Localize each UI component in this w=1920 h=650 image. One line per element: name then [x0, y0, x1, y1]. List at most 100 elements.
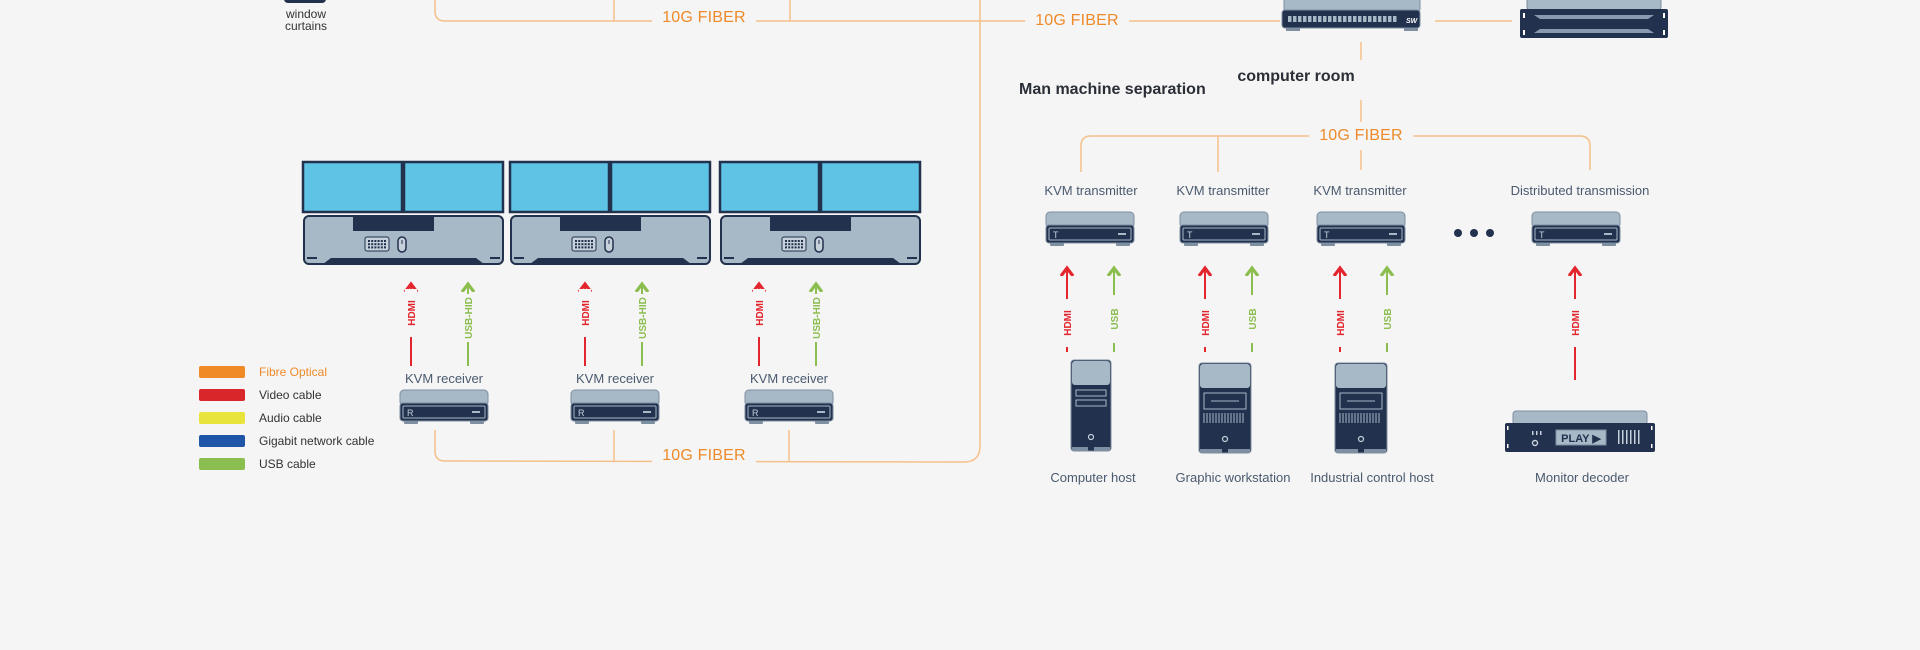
monitor-icon — [819, 160, 922, 214]
cable-label: USB — [1110, 308, 1121, 329]
kvm-transmitter-label: KVM transmitter — [1044, 183, 1138, 198]
legend-swatch — [199, 411, 245, 424]
hdmi-cable-arrow: HDMI — [1334, 268, 1347, 352]
desk-console-icon — [720, 215, 921, 265]
workstation-group: HDMI USB-HID R — [508, 160, 712, 424]
monitor-icon — [609, 160, 712, 214]
cable-label: HDMI — [755, 300, 766, 326]
mouse-icon — [604, 236, 614, 253]
kvm-transmitter-device-icon: T — [1045, 211, 1135, 246]
cable-label: HDMI — [407, 300, 418, 326]
kvm-receiver-device-icon: R — [744, 389, 834, 424]
cable-label: USB-HID — [638, 297, 649, 339]
mouse-icon — [397, 236, 407, 253]
kvm-transmitter-device-icon: T — [1316, 211, 1406, 246]
cable-label: USB — [1248, 308, 1259, 329]
kvm-transmitter-label: Distributed transmission — [1510, 183, 1650, 198]
computer-host-icon — [1070, 359, 1112, 452]
more-devices-ellipsis — [1454, 229, 1494, 237]
kvm-transmitter-label: KVM transmitter — [1313, 183, 1407, 198]
legend-item-usb: USB cable — [199, 452, 374, 475]
usb-cable-arrow: USB — [1108, 268, 1121, 352]
window-curtains-label: window curtains — [284, 7, 328, 33]
usb-hid-cable-arrow: USB-HID — [462, 284, 475, 366]
kvm-receiver-device-icon: R — [570, 389, 660, 424]
fiber-top-bracket — [434, 0, 980, 22]
workstation-group: HDMI USB-HID R — [718, 160, 922, 424]
desk-console-icon — [510, 215, 711, 265]
hdmi-cable-arrow: HDMI — [405, 284, 418, 366]
keyboard-icon — [781, 236, 807, 252]
cable-label: HDMI — [1336, 310, 1347, 336]
hdmi-cable-arrow: HDMI — [1199, 268, 1212, 352]
legend-swatch — [199, 388, 245, 401]
cable-label: USB — [1383, 308, 1394, 329]
kvm-transmitter-device-icon: T — [1179, 211, 1269, 246]
legend-swatch — [199, 365, 245, 378]
legend-label: Fibre Optical — [259, 364, 328, 379]
device-letter: R — [752, 408, 759, 418]
cable-label: HDMI — [1201, 310, 1212, 336]
keyboard-icon — [571, 236, 597, 252]
host-label: Industrial control host — [1310, 470, 1434, 485]
legend-swatch — [199, 434, 245, 447]
host-label: Computer host — [1050, 470, 1136, 485]
monitor-decoder-icon: PLAY ▶ — [1505, 410, 1655, 452]
cable-label: USB-HID — [464, 297, 475, 339]
usb-hid-cable-arrow: USB-HID — [636, 284, 649, 366]
workstation-group: HDMI USB-HID R — [301, 160, 505, 424]
legend-item-network: Gigabit network cable — [199, 429, 374, 452]
cable-label: HDMI — [581, 300, 592, 326]
computer-room-title: computer room — [1237, 68, 1355, 85]
kvm-transmitter-device-icon: T — [1531, 211, 1621, 246]
hdmi-cable-arrow: HDMI — [753, 284, 766, 366]
mouse-icon — [814, 236, 824, 253]
host-label: Graphic workstation — [1175, 470, 1291, 485]
usb-hid-cable-arrow: USB-HID — [810, 284, 823, 366]
kvm-transmitter-group: T HDMI USB — [1316, 211, 1406, 352]
keyboard-icon — [364, 236, 390, 252]
monitor-icon — [508, 160, 611, 214]
legend-label: Gigabit network cable — [259, 433, 375, 448]
hdmi-cable-arrow: HDMI — [579, 284, 592, 366]
legend-item-fibre: Fibre Optical — [199, 360, 374, 383]
cable-label: USB-HID — [812, 297, 823, 339]
switch-text: SW — [1406, 18, 1419, 25]
legend-item-video: Video cable — [199, 383, 374, 406]
legend-swatch — [199, 457, 245, 470]
kvm-receiver-label: KVM receiver — [404, 371, 484, 386]
monitor-icon — [301, 160, 404, 214]
man-machine-separation-title: Man machine separation — [1019, 81, 1206, 98]
kvm-receiver-label: KVM receiver — [749, 371, 829, 386]
device-letter: T — [1324, 230, 1330, 240]
desk-console-icon — [303, 215, 504, 265]
legend-label: Video cable — [259, 387, 322, 402]
device-letter: R — [578, 408, 585, 418]
hdmi-cable-arrow: HDMI — [1569, 268, 1582, 380]
curtain-device-icon — [284, 0, 326, 3]
kvm-receiver-device-icon: R — [399, 389, 489, 424]
monitor-icon — [718, 160, 821, 214]
server-rack-icon — [1520, 0, 1668, 38]
kvm-transmitter-label: KVM transmitter — [1176, 183, 1270, 198]
switch-icon: SW — [1281, 0, 1421, 31]
fiber-label-top-left: 10G FIBER — [652, 9, 756, 27]
play-display-text: PLAY ▶ — [1561, 433, 1601, 445]
legend: Fibre Optical Video cable Audio cable Gi… — [199, 360, 374, 475]
fiber-label-top-middle: 10G FIBER — [1025, 12, 1129, 30]
legend-item-audio: Audio cable — [199, 406, 374, 429]
cable-label: HDMI — [1063, 310, 1074, 336]
kvm-transmitter-group: T HDMI USB — [1045, 211, 1135, 352]
legend-label: Audio cable — [259, 410, 322, 425]
hdmi-cable-arrow: HDMI — [1061, 268, 1074, 352]
industrial-control-host-icon — [1334, 362, 1388, 454]
device-letter: T — [1053, 230, 1059, 240]
graphic-workstation-icon — [1198, 362, 1252, 454]
monitor-icon — [402, 160, 505, 214]
cable-label: HDMI — [1571, 310, 1582, 336]
host-label: Monitor decoder — [1535, 470, 1629, 485]
device-letter: T — [1187, 230, 1193, 240]
fiber-label-room: 10G FIBER — [1309, 127, 1413, 145]
fiber-label-bottom: 10G FIBER — [652, 447, 756, 465]
